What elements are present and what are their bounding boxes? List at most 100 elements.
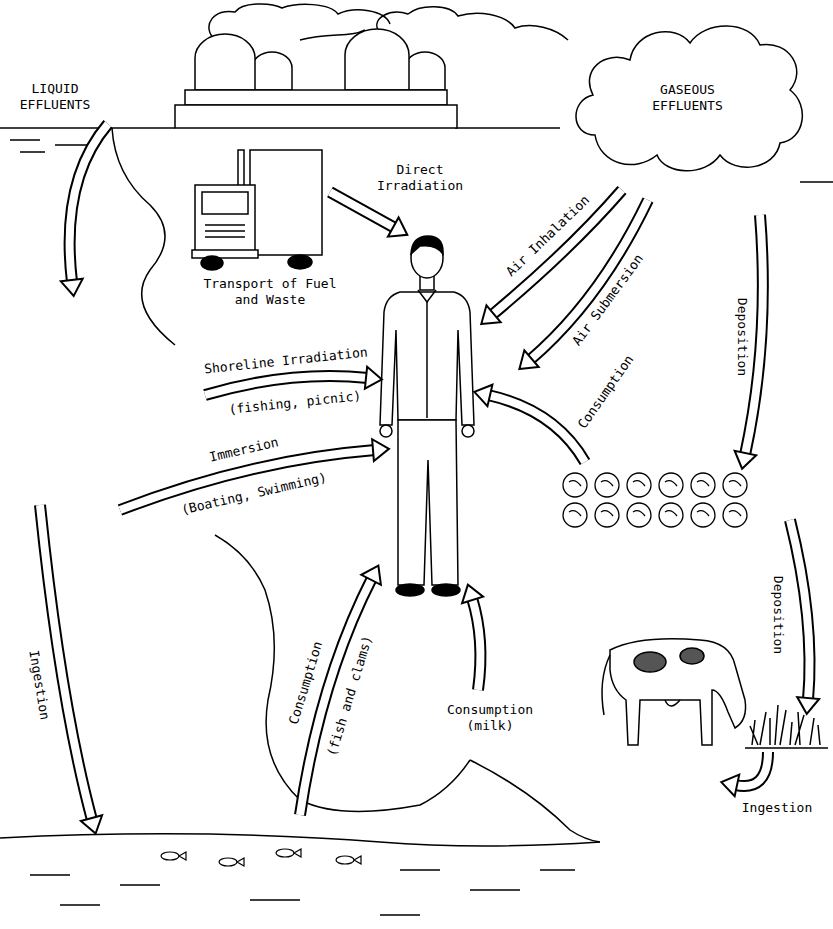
person-figure — [380, 236, 474, 596]
truck-drawing — [192, 250, 258, 258]
fish-drawing — [161, 852, 179, 860]
shoreline-line — [470, 760, 600, 842]
pathway-arrow — [372, 438, 390, 461]
cow-drawing — [602, 639, 746, 745]
fish-drawing — [294, 849, 301, 857]
pathway-arrow — [735, 752, 768, 786]
vegetable-rows — [659, 503, 683, 527]
vegetable-rows — [563, 473, 587, 497]
shoreline-line — [0, 128, 833, 915]
pathway-label: Air Inhalation — [503, 192, 593, 280]
fish-drawing — [219, 858, 237, 866]
fish-drawing — [161, 849, 361, 866]
node-text-group: GASEOUS EFFLUENTS — [633, 82, 743, 114]
person-figure — [418, 290, 436, 302]
pathway-label: Immersion — [208, 434, 280, 465]
pathway-label: Direct Irradiation — [370, 162, 470, 194]
vegetable-rows — [627, 473, 651, 497]
grass-tufts — [745, 705, 828, 748]
smoke-plume — [377, 7, 568, 40]
pathway-label: Shoreline Irradiation — [203, 344, 368, 377]
person-figure — [398, 420, 458, 585]
vegetable-rows — [723, 503, 747, 527]
person-figure — [432, 584, 460, 596]
nuclear-plant — [195, 34, 255, 90]
nuclear-plant — [175, 105, 457, 128]
pathway-label: Ingestion — [742, 800, 812, 816]
cow-drawing — [665, 700, 680, 706]
pathway-label: Consumption — [286, 639, 326, 726]
pathway-arrow — [40, 505, 92, 820]
vegetable-rows — [723, 473, 747, 497]
pathway-arrow — [81, 815, 106, 836]
truck-drawing — [195, 185, 255, 253]
truck-drawing — [201, 256, 223, 270]
fish-drawing — [179, 852, 186, 860]
truck-drawing — [205, 225, 245, 237]
person-figure — [380, 292, 474, 425]
pathway-arrow — [488, 395, 585, 462]
pathway-arrow — [388, 217, 413, 244]
vegetable-rows — [563, 503, 587, 527]
pathway-arrow — [512, 350, 538, 377]
fish-drawing — [336, 856, 354, 864]
grass-tufts — [745, 705, 828, 748]
shoreline-line — [0, 127, 175, 129]
cloud-node: GASEOUS EFFLUENTS — [565, 15, 810, 180]
pathway-label: Transport of Fuel and Waste — [195, 276, 345, 308]
cow-drawing — [634, 652, 666, 672]
person-figure — [411, 236, 443, 254]
truck-drawing — [192, 150, 322, 270]
pathway-arrow — [40, 124, 819, 836]
pathway-arrow — [330, 192, 395, 228]
person-figure — [380, 425, 392, 437]
pathway-arrow — [300, 578, 372, 815]
pathway-label: Consumption — [575, 352, 637, 432]
shoreline-line — [0, 834, 600, 846]
nuclear-plant — [405, 52, 445, 90]
pathway-label: (fish and clams) — [324, 634, 376, 758]
person-figure — [426, 302, 428, 418]
fish-drawing — [276, 849, 294, 857]
person-figure — [462, 425, 474, 437]
nuclear-plant — [185, 90, 447, 105]
cow-drawing — [680, 648, 704, 664]
pathway-arrow — [70, 124, 108, 282]
pathway-arrow — [472, 598, 480, 690]
pathway-arrow — [474, 305, 500, 332]
pathway-label: (fishing, picnic) — [228, 388, 362, 418]
shoreline-line — [800, 181, 833, 183]
pathway-label: Deposition — [770, 576, 786, 654]
pathway-arrow — [361, 561, 388, 585]
pathway-arrow — [488, 395, 585, 462]
pathway-label: Air Submersion — [569, 251, 647, 349]
person-figure — [396, 584, 424, 596]
pathway-arrow — [40, 505, 92, 820]
vegetable-rows — [563, 473, 747, 527]
pathway-arrow — [300, 578, 372, 815]
shoreline-line — [455, 127, 560, 129]
cow-drawing — [610, 639, 746, 745]
pathway-arrow — [719, 771, 739, 796]
pathway-arrow — [735, 752, 768, 786]
pathway-arrow — [796, 697, 819, 715]
nuclear-plant — [252, 52, 292, 90]
vegetable-rows — [569, 481, 741, 516]
truck-drawing — [238, 150, 244, 190]
shoreline-line — [30, 870, 575, 915]
nuclear-plant — [345, 29, 409, 90]
nuclear-plant — [175, 29, 457, 128]
pathway-arrow — [731, 451, 756, 471]
cloud-outline — [576, 26, 802, 171]
cow-drawing — [602, 655, 610, 715]
pathway-label: LIQUID EFFLUENTS — [15, 81, 95, 113]
pathway-label: Deposition — [734, 298, 750, 376]
truck-drawing — [288, 255, 312, 269]
pathway-arrow — [70, 124, 108, 282]
pathway-label: Consumption (milk) — [440, 702, 540, 734]
truck-drawing — [250, 150, 322, 255]
vegetable-rows — [659, 473, 683, 497]
